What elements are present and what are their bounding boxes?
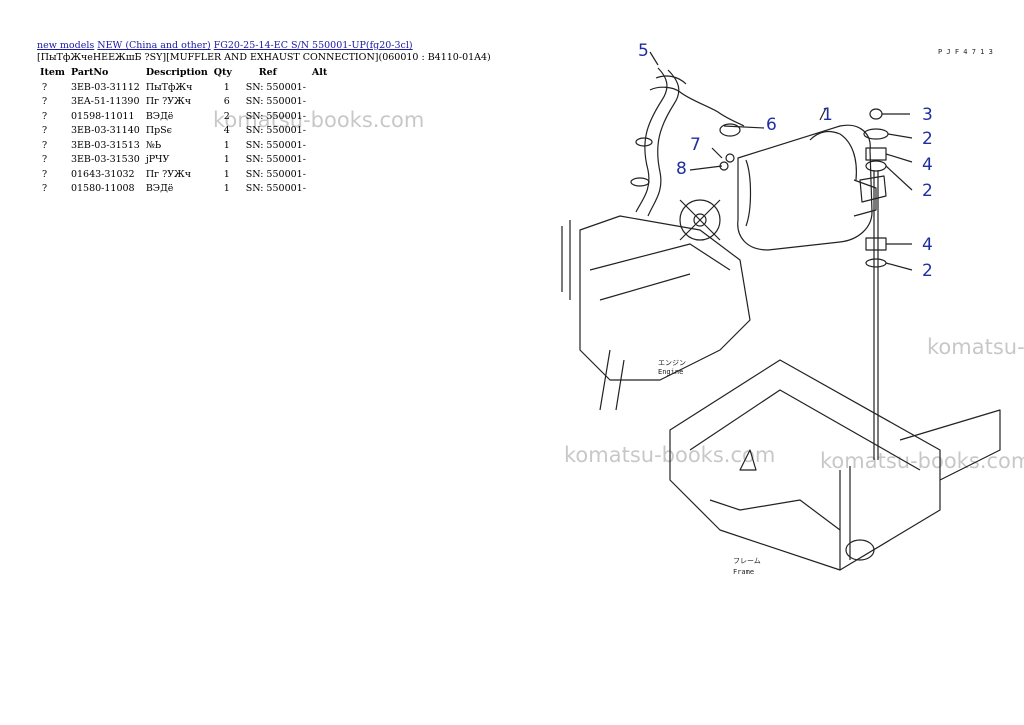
cell-alt <box>309 95 330 110</box>
breadcrumb-link-model[interactable]: FG20-25-14-EC S/N 550001-UP(fg20-3cl) <box>213 40 413 51</box>
cell-description: Пг ?УЖч <box>145 96 192 108</box>
cell-qty: 1 <box>223 139 230 151</box>
cell-description: јРЧУ <box>145 154 170 166</box>
engine-label: Engine <box>658 368 683 376</box>
col-ref: Ref <box>258 67 277 78</box>
col-description: Description <box>145 67 208 78</box>
cell-partno: 3EB-03-31513 <box>70 139 140 151</box>
cell-description: ВЭДё <box>145 183 174 195</box>
frame-label-jp: フレーム <box>733 557 761 565</box>
cell-qty: 1 <box>223 183 230 195</box>
cell-qty: 1 <box>223 168 230 180</box>
breadcrumb-link-new-models[interactable]: new models <box>37 40 95 51</box>
callout-8: 8 <box>676 159 687 179</box>
col-item: Item <box>40 67 65 78</box>
diagram-code: P J F 4 7 1 3 <box>938 48 993 56</box>
cell-qty: 1 <box>223 154 230 166</box>
callout-4: 4 <box>922 155 933 175</box>
cell-ref: SN: 550001- <box>245 96 306 108</box>
cell-partno: 3EB-03-31530 <box>70 154 140 166</box>
frame <box>669 359 941 571</box>
cell-ref: SN: 550001- <box>245 168 306 180</box>
cell-description: ПрSє <box>145 125 173 137</box>
exhaust-pipe <box>635 67 668 213</box>
cell-item: ? <box>42 125 48 137</box>
cell-item: ? <box>42 168 48 180</box>
cell-alt <box>309 138 330 153</box>
cell-partno: 01598-11011 <box>70 110 135 122</box>
cell-item: ? <box>42 183 48 195</box>
cell-alt <box>309 167 330 182</box>
breadcrumb: new models NEW (China and other) FG20-25… <box>37 40 413 52</box>
table-row: ? 01580-11008 ВЭДё 1 SN: 550001- <box>37 182 330 197</box>
cell-qty: 4 <box>223 125 230 137</box>
callout-5: 5 <box>638 41 649 61</box>
cell-description: ПыТфЖч <box>145 81 193 93</box>
cell-ref: SN: 550001- <box>245 154 306 166</box>
cell-qty: 1 <box>223 81 230 93</box>
table-row: ? 3EB-03-31112 ПыТфЖч 1 SN: 550001- <box>37 80 330 95</box>
table-header-row: Item PartNo Description Qty Ref Alt <box>37 65 330 80</box>
table-row: ? 3EB-03-31513 №Ь 1 SN: 550001- <box>37 138 330 153</box>
cell-item: ? <box>42 96 48 108</box>
cell-ref: SN: 550001- <box>245 110 306 122</box>
cell-qty: 6 <box>223 96 230 108</box>
cell-partno: 3EA-51-11390 <box>70 96 140 108</box>
table-row: ? 3EB-03-31530 јРЧУ 1 SN: 550001- <box>37 153 330 168</box>
cell-item: ? <box>42 154 48 166</box>
cell-partno: 01580-11008 <box>70 183 135 195</box>
cell-description: ВЭДё <box>145 110 174 122</box>
breadcrumb-link-region[interactable]: NEW (China and other) <box>97 40 211 51</box>
callout-4b: 4 <box>922 235 933 255</box>
cell-partno: 01643-31032 <box>70 168 135 180</box>
callout-1: 1 <box>822 105 833 125</box>
cell-alt <box>309 153 330 168</box>
cell-description: №Ь <box>145 139 162 151</box>
callout-2c: 2 <box>922 261 933 281</box>
table-row: ? 3EB-03-31140 ПрSє 4 SN: 550001- <box>37 124 330 139</box>
callout-3: 3 <box>922 105 933 125</box>
cell-ref: SN: 550001- <box>245 125 306 137</box>
frame-label: Frame <box>733 568 754 576</box>
section-title: [ПыТфЖчеНЕЕЖшБ ?SY][MUFFLER AND EXHAUST … <box>37 52 491 63</box>
cell-item: ? <box>42 139 48 151</box>
table-row: ? 3EA-51-11390 Пг ?УЖч 6 SN: 550001- <box>37 95 330 110</box>
parts-table: Item PartNo Description Qty Ref Alt ? 3EB… <box>37 65 330 196</box>
callout-2b: 2 <box>922 181 933 201</box>
engine-label-jp: エンジン <box>658 359 686 367</box>
cell-partno: 3EB-03-31112 <box>70 81 140 93</box>
col-qty: Qty <box>213 67 232 78</box>
table-row: ? 01643-31032 Пг ?УЖч 1 SN: 550001- <box>37 167 330 182</box>
parts-diagram: P J F 4 7 1 3 エンジン Engine フレーム Frame 5 6… <box>561 41 1001 576</box>
cell-alt <box>309 80 330 95</box>
cell-ref: SN: 550001- <box>245 139 306 151</box>
cell-alt <box>309 109 330 124</box>
cell-alt <box>309 124 330 139</box>
callout-7: 7 <box>690 135 701 155</box>
col-alt: Alt <box>311 67 328 78</box>
cell-partno: 3EB-03-31140 <box>70 125 140 137</box>
cell-qty: 2 <box>223 110 230 122</box>
callout-2: 2 <box>922 129 933 149</box>
table-row: ? 01598-11011 ВЭДё 2 SN: 550001- <box>37 109 330 124</box>
cell-item: ? <box>42 110 48 122</box>
cell-item: ? <box>42 81 48 93</box>
callout-6: 6 <box>766 115 777 135</box>
cell-ref: SN: 550001- <box>245 183 306 195</box>
cell-ref: SN: 550001- <box>245 81 306 93</box>
cell-alt <box>309 182 330 197</box>
engine <box>579 215 751 381</box>
col-partno: PartNo <box>70 67 109 78</box>
cell-description: Пг ?УЖч <box>145 168 192 180</box>
muffler <box>737 124 873 251</box>
